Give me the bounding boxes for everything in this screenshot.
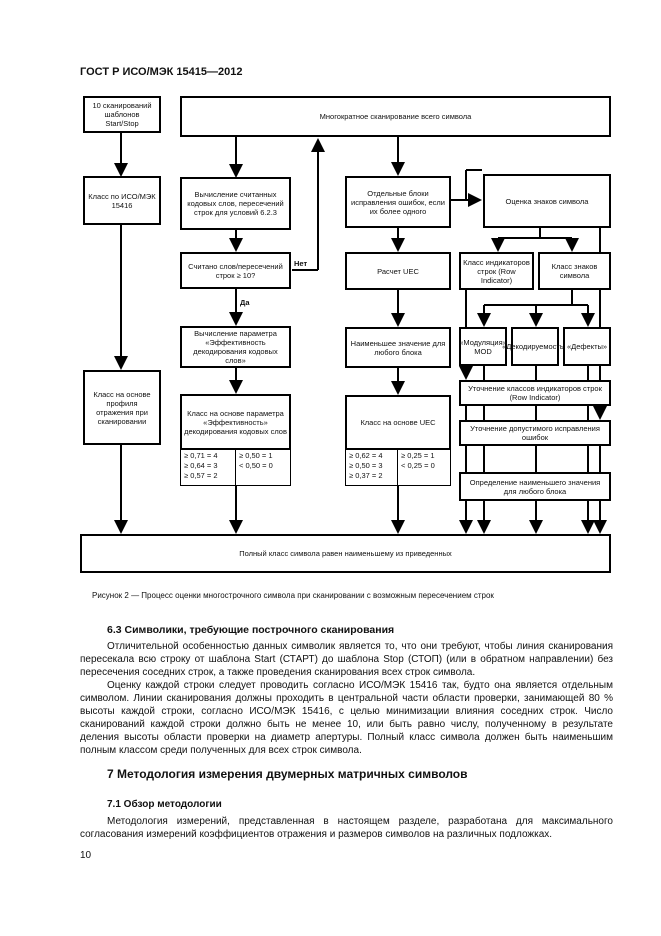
box-class-iso: Класс по ИСО/МЭК 15416 <box>83 176 161 225</box>
label-no: Нет <box>294 259 308 268</box>
box-eval-signs: Оценка знаков символа <box>483 174 611 228</box>
box-error-blocks: Отдельные блоки исправления ошибок, если… <box>345 176 451 228</box>
box-class-signs: Класс знаков символа <box>538 252 611 290</box>
paragraph: Оценку каждой строки следует проводить с… <box>80 680 613 756</box>
box-overall-class: Полный класс символа равен наименьшему и… <box>80 534 611 573</box>
paragraph: Методология измерений, представленная в … <box>80 816 613 840</box>
box-class-profile: Класс на основе профиля отражения при ск… <box>83 370 161 445</box>
box-calc-codewords: Вычисление считанных кодовых слов, перес… <box>180 177 291 230</box>
subsection-heading: 7.1 Обзор методологии <box>107 799 222 810</box>
box-class-efficiency: Класс на основе параметра «Эффективность… <box>180 394 291 450</box>
box-decodability: «Декодируемость» <box>502 327 568 366</box>
uec-grades-right: ≥ 0,25 = 1< 0,25 = 0 <box>397 449 451 486</box>
section-heading: 7 Методология измерения двумерных матрич… <box>107 767 468 781</box>
section-heading: 6.3 Символики, требующие построчного ска… <box>107 624 395 636</box>
box-multi-scan: Многократное сканирование всего символа <box>180 96 611 137</box>
efficiency-grades-left: ≥ 0,71 = 4≥ 0,64 = 3≥ 0,57 = 2 <box>180 449 236 486</box>
box-min-value-block: Наименьшее значение для любого блока <box>345 327 451 368</box>
label-yes: Да <box>240 298 250 307</box>
paragraph: Отличительной особенностью данных символ… <box>80 641 613 678</box>
box-refine-row-indicator: Уточнение классов индикаторов строк (Row… <box>459 380 611 406</box>
box-refine-error-correction: Уточнение допустимого исправления ошибок <box>459 420 611 446</box>
box-modulation: «Модуляция» MOD <box>459 327 507 366</box>
box-ratio-check: Считано слов/пересечений строк ≥ 10? <box>180 252 291 289</box>
efficiency-grades-right: ≥ 0,50 = 1< 0,50 = 0 <box>235 449 291 486</box>
page-number: 10 <box>80 850 92 861</box>
box-uec-calc: Расчет UEC <box>345 252 451 290</box>
box-calc-efficiency: Вычисление параметра «Эффективность деко… <box>180 326 291 368</box>
uec-grades-left: ≥ 0,62 = 4≥ 0,50 = 3≥ 0,37 = 2 <box>345 449 398 486</box>
box-define-min-value: Определение наименьшего значения для люб… <box>459 472 611 501</box>
document-header: ГОСТ Р ИСО/МЭК 15415—2012 <box>80 66 243 78</box>
box-class-uec: Класс на основе UEC <box>345 395 451 450</box>
box-class-row-indicator: Класс индикаторов строк (Row Indicator) <box>459 252 534 290</box>
box-scan-templates: 10 сканирований шаблонов Start/Stop <box>83 96 161 133</box>
box-defects: «Дефекты» <box>563 327 611 366</box>
figure-caption: Рисунок 2 — Процесс оценки многострочног… <box>92 591 494 600</box>
